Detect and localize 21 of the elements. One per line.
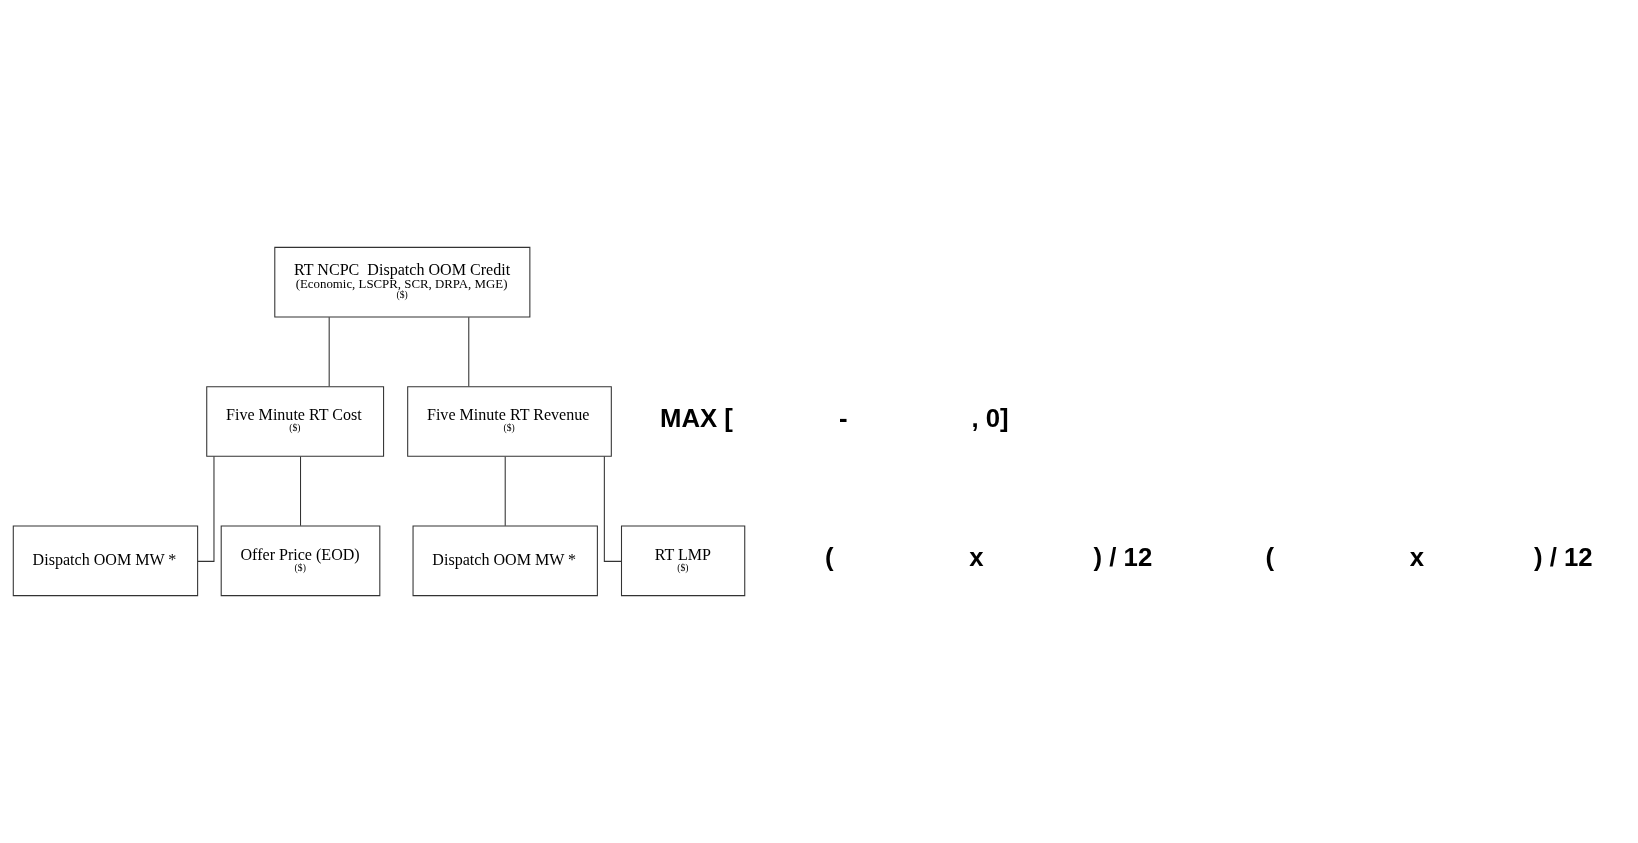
label: ( [1265,543,1274,572]
node-box: Offer Price (EOD) ($) [220,525,380,597]
connector [467,316,469,387]
node-box: Five Minute RT Revenue ($) [406,386,612,457]
node-box: Dispatch OOM MW * [412,525,598,597]
label: , 0] [970,404,1009,433]
label: MAX [ [659,404,733,433]
node-box: Five Minute RT Cost ($) [205,386,384,457]
node-box: RT NCPC Dispatch OOM Credit (Economic, LSCPR, SCR, DRPA, MGE) ($) [273,246,530,318]
label: ( [824,543,834,572]
label: x [968,543,984,572]
connector [603,455,622,562]
label: x [1409,543,1424,572]
label: ) / 12 [1533,543,1593,572]
connector [504,456,506,527]
node-box: RT LMP ($) [620,525,745,597]
connector [299,456,301,527]
node-box: Dispatch OOM MW * [12,525,198,597]
label: - [838,404,848,433]
label: ) / 12 [1093,543,1152,572]
connector [328,316,330,387]
